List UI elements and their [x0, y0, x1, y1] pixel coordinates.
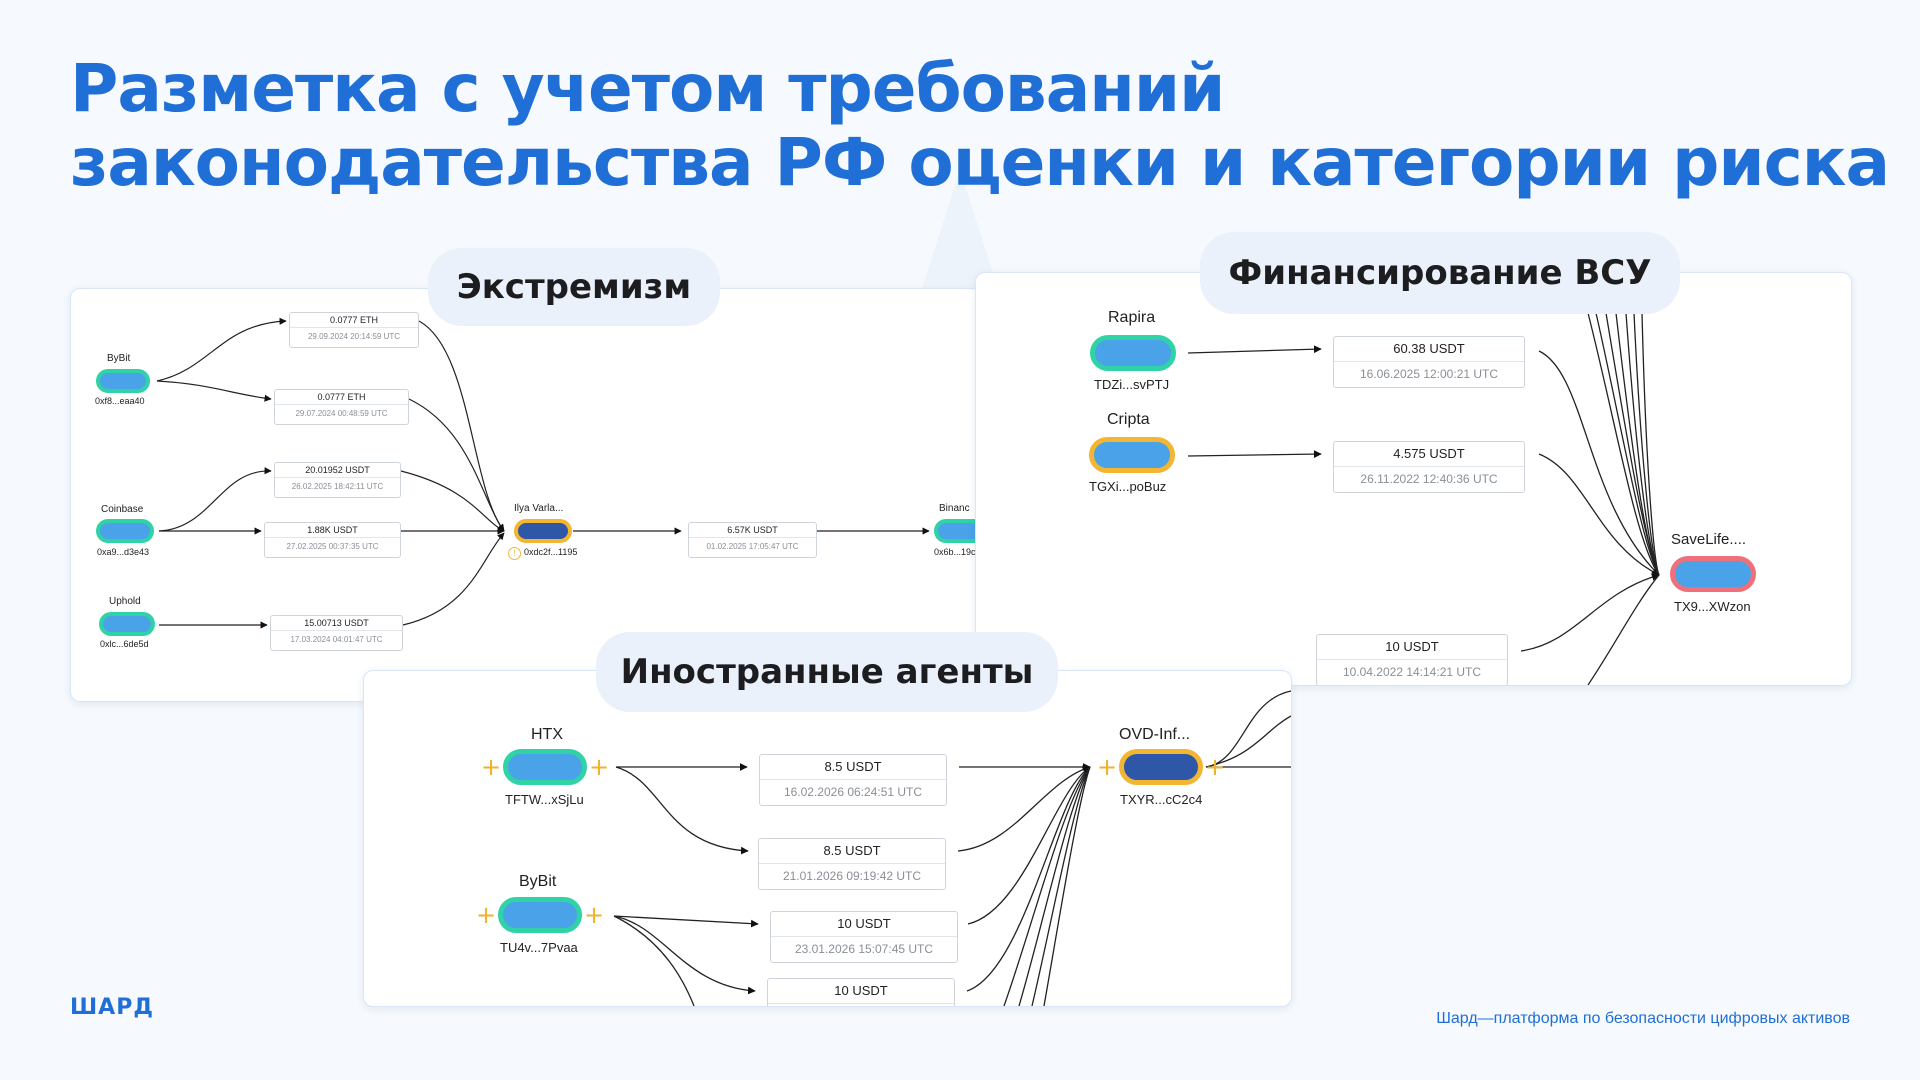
transaction-card[interactable]: 20.01952 USDT 26.02.2025 18:42:11 UTC: [274, 462, 401, 498]
footer-tagline: Шард—платформа по безопасности цифровых …: [1436, 1010, 1850, 1027]
node-address-bybit: 0xf8...eaa40: [95, 396, 145, 406]
node-address-uphold: 0xlc...6de5d: [100, 639, 149, 649]
node-label-bybit: ByBit: [107, 353, 131, 364]
page-title: Разметка с учетом требований законодател…: [70, 50, 1890, 201]
wallet-node-bybit[interactable]: [96, 369, 150, 393]
transaction-amount: 10 USDT: [834, 983, 888, 998]
foreign-agents-edges: [613, 690, 1291, 1006]
category-pill-extremism: Экстремизм: [428, 248, 720, 326]
category-pill-foreign-agents: Иностранные агенты: [596, 632, 1058, 712]
node-label-htx: HTX: [531, 726, 563, 743]
transaction-date: 16.02.2026 06:24:51 UTC: [760, 779, 946, 804]
expand-left-icon[interactable]: +: [1097, 753, 1118, 781]
transaction-card[interactable]: 0.0777 ETH 29.07.2024 00:48:59 UTC: [274, 389, 409, 425]
wallet-node-savelife[interactable]: [1670, 556, 1756, 592]
node-address-ilya: 0xdc2f...1195: [524, 547, 578, 557]
transaction-amount: 15.00713 USDT: [304, 618, 369, 628]
transaction-amount: 8.5 USDT: [823, 843, 881, 858]
transaction-date: 10.04.2022 14:14:21 UTC: [1317, 659, 1507, 684]
node-address-cripta: TGXi...poBuz: [1089, 479, 1167, 494]
extremism-edges: [156, 317, 930, 629]
wallet-node-bybit-fa[interactable]: [498, 897, 582, 933]
transaction-card[interactable]: 60.38 USDT 16.06.2025 12:00:21 UTC: [1333, 336, 1525, 388]
node-label-rapira: Rapira: [1108, 309, 1156, 326]
node-label-ilya: Ilya Varla...: [514, 503, 564, 514]
transaction-card[interactable]: 6.57K USDT 01.02.2025 17:05:47 UTC: [688, 522, 817, 558]
node-address-rapira: TDZi...svPTJ: [1094, 377, 1170, 392]
node-label-binance: Binanc: [939, 503, 970, 514]
transaction-card[interactable]: 1.88K USDT 27.02.2025 00:37:35 UTC: [264, 522, 401, 558]
transaction-amount: 0.0777 ETH: [317, 392, 366, 402]
transaction-amount: 10 USDT: [837, 916, 891, 931]
wallet-node-cripta[interactable]: [1089, 437, 1175, 473]
node-address-htx: TFTW...xSjLu: [505, 792, 584, 807]
transaction-date: 29.07.2024 00:48:59 UTC: [275, 404, 408, 423]
wallet-node-htx[interactable]: [503, 749, 587, 785]
transaction-card[interactable]: 4.575 USDT 26.11.2022 12:40:36 UTC: [1333, 441, 1525, 493]
transaction-card[interactable]: 15.00713 USDT 17.03.2024 04:01:47 UTC: [270, 615, 403, 651]
page-title-line-2: законодательства РФ оценки и категории р…: [70, 124, 1890, 201]
node-address-bybit-fa: TU4v...7Pvaa: [500, 940, 578, 955]
node-label-bybit-fa: ByBit: [519, 873, 557, 890]
brand-logo: ШАРД: [70, 995, 154, 1020]
transaction-card[interactable]: 8.5 USDT 16.02.2026 06:24:51 UTC: [759, 754, 947, 806]
transaction-date: 17.03.2024 04:01:47 UTC: [271, 630, 402, 649]
node-label-cripta: Cripta: [1107, 411, 1150, 428]
financing-graph-panel: Rapira TDZi...svPTJ Cripta TGXi...poBuz …: [975, 272, 1852, 686]
transaction-card[interactable]: 8.5 USDT 21.01.2026 09:19:42 UTC: [758, 838, 946, 890]
transaction-amount: 20.01952 USDT: [305, 465, 370, 475]
node-address-binance: 0x6b...19c: [934, 547, 976, 557]
expand-right-icon[interactable]: +: [1205, 753, 1226, 781]
transaction-amount: 1.88K USDT: [307, 525, 358, 535]
node-address-coinbase: 0xa9...d3e43: [97, 547, 150, 557]
transaction-amount: 10 USDT: [1385, 639, 1439, 654]
transaction-date: 21.01.2026 09:19:42 UTC: [759, 863, 945, 888]
page-title-line-1: Разметка с учетом требований: [70, 50, 1225, 127]
expand-right-icon[interactable]: +: [584, 901, 605, 929]
wallet-node-coinbase[interactable]: [96, 519, 154, 543]
warning-icon: !: [508, 547, 521, 560]
node-address-ovd: TXYR...cC2c4: [1120, 792, 1203, 807]
expand-left-icon[interactable]: +: [481, 753, 502, 781]
transaction-date: [768, 1003, 954, 1004]
transaction-date: 16.06.2025 12:00:21 UTC: [1334, 361, 1524, 386]
node-label-ovd: OVD-Inf...: [1119, 726, 1191, 743]
transaction-amount: 4.575 USDT: [1393, 446, 1465, 461]
transaction-date: 23.01.2026 15:07:45 UTC: [771, 936, 957, 961]
node-label-savelife: SaveLife....: [1671, 531, 1747, 548]
transaction-card[interactable]: 10 USDT 10.04.2022 14:14:21 UTC: [1316, 634, 1508, 685]
node-address-savelife: TX9...XWzon: [1674, 599, 1751, 614]
expand-left-icon[interactable]: +: [476, 901, 497, 929]
transaction-date: 26.02.2025 18:42:11 UTC: [275, 477, 400, 496]
wallet-node-binance[interactable]: [934, 519, 981, 543]
transaction-amount: 6.57K USDT: [727, 525, 778, 535]
transaction-amount: 0.0777 ETH: [329, 315, 379, 325]
wallet-node-ovd[interactable]: [1119, 749, 1203, 785]
node-label-uphold: Uphold: [109, 596, 141, 607]
wallet-node-uphold[interactable]: [99, 612, 155, 636]
transaction-date: 01.02.2025 17:05:47 UTC: [689, 537, 816, 556]
transaction-card[interactable]: 10 USDT 23.01.2026 15:07:45 UTC: [770, 911, 958, 963]
category-pill-financing: Финансирование ВСУ: [1200, 232, 1680, 314]
expand-right-icon[interactable]: +: [589, 753, 610, 781]
node-label-coinbase: Coinbase: [101, 504, 144, 515]
transaction-amount: 60.38 USDT: [1393, 341, 1465, 356]
transaction-amount: 8.5 USDT: [824, 759, 882, 774]
transaction-date: 29.09.2024 20:14:59 UTC: [290, 327, 418, 346]
transaction-card[interactable]: 0.0777 ETH 29.09.2024 20:14:59 UTC: [289, 312, 419, 348]
transaction-date: 26.11.2022 12:40:36 UTC: [1334, 466, 1524, 491]
transaction-card[interactable]: 10 USDT: [767, 978, 955, 1006]
financing-edges: [1187, 312, 1660, 685]
wallet-node-ilya[interactable]: [514, 519, 572, 543]
foreign-agents-graph-panel: HTX + + TFTW...xSjLu ByBit + + TU4v...7P…: [363, 670, 1292, 1007]
wallet-node-rapira[interactable]: [1090, 335, 1176, 371]
transaction-date: 27.02.2025 00:37:35 UTC: [265, 537, 400, 556]
